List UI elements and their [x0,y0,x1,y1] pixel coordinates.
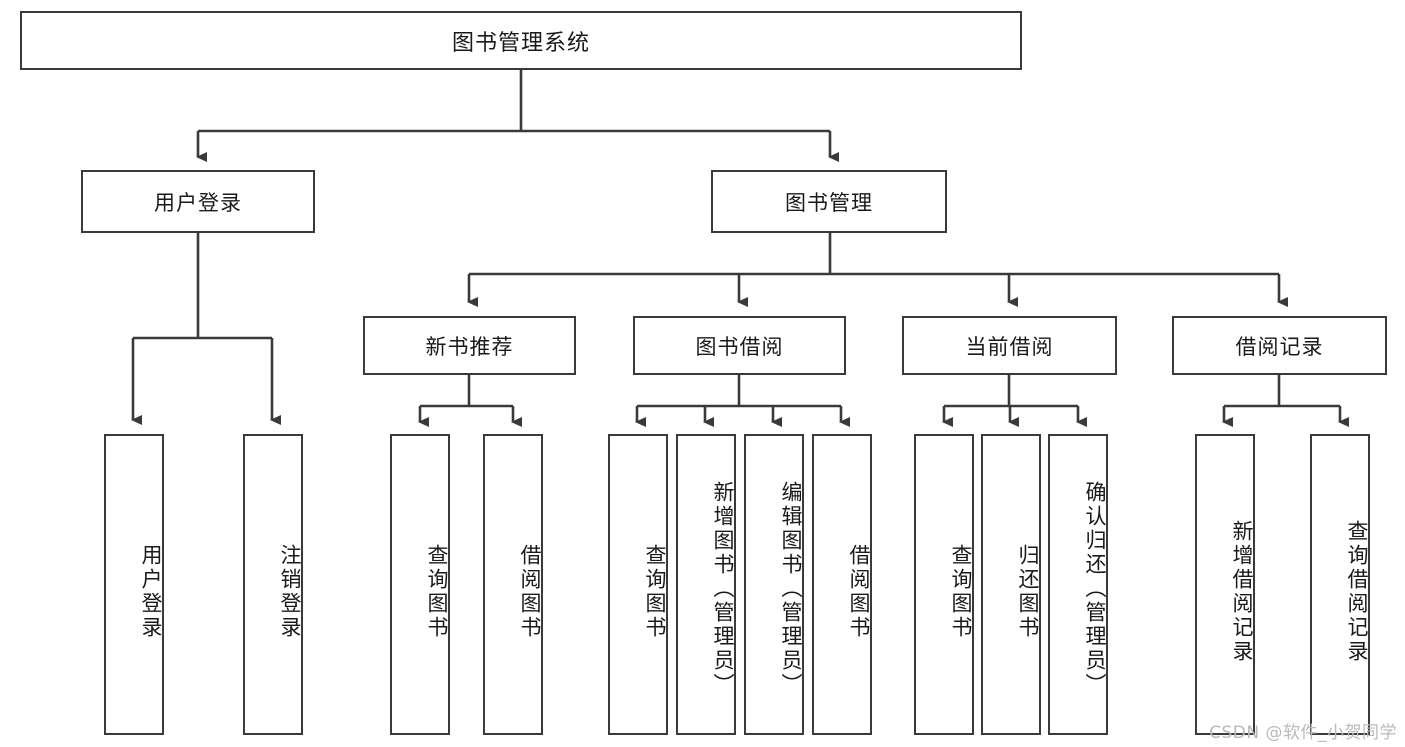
node-leaf-borrow-book[interactable]: 借阅图书 [812,434,872,735]
node-leaf-add-book-admin[interactable]: 新增图书（管理员） [676,434,736,735]
csdn-watermark: CSDN @软件_小贺同学 [1209,723,1397,743]
node-borrow-record[interactable]: 借阅记录 [1172,316,1387,375]
node-root-system[interactable]: 图书管理系统 [20,11,1022,70]
node-leaf-borrow-book-recommend[interactable]: 借阅图书 [483,434,543,735]
node-current-borrow[interactable]: 当前借阅 [902,316,1117,375]
node-leaf-query-book-recommend[interactable]: 查询图书 [390,434,450,735]
node-leaf-add-borrow-record[interactable]: 新增借阅记录 [1195,434,1255,735]
node-leaf-edit-book-admin[interactable]: 编辑图书（管理员） [744,434,804,735]
node-new-book-recommend[interactable]: 新书推荐 [363,316,576,375]
node-leaf-confirm-return-admin[interactable]: 确认归还（管理员） [1048,434,1108,735]
node-leaf-return-book[interactable]: 归还图书 [981,434,1041,735]
node-book-borrow[interactable]: 图书借阅 [633,316,846,375]
node-user-login[interactable]: 用户登录 [81,170,315,233]
node-leaf-query-borrow-record[interactable]: 查询借阅记录 [1310,434,1370,735]
node-leaf-user-login[interactable]: 用户登录 [104,434,164,735]
node-leaf-user-logout[interactable]: 注销登录 [243,434,303,735]
node-leaf-query-book-borrow[interactable]: 查询图书 [608,434,668,735]
node-leaf-query-book-current[interactable]: 查询图书 [914,434,974,735]
node-book-manage[interactable]: 图书管理 [711,170,947,233]
